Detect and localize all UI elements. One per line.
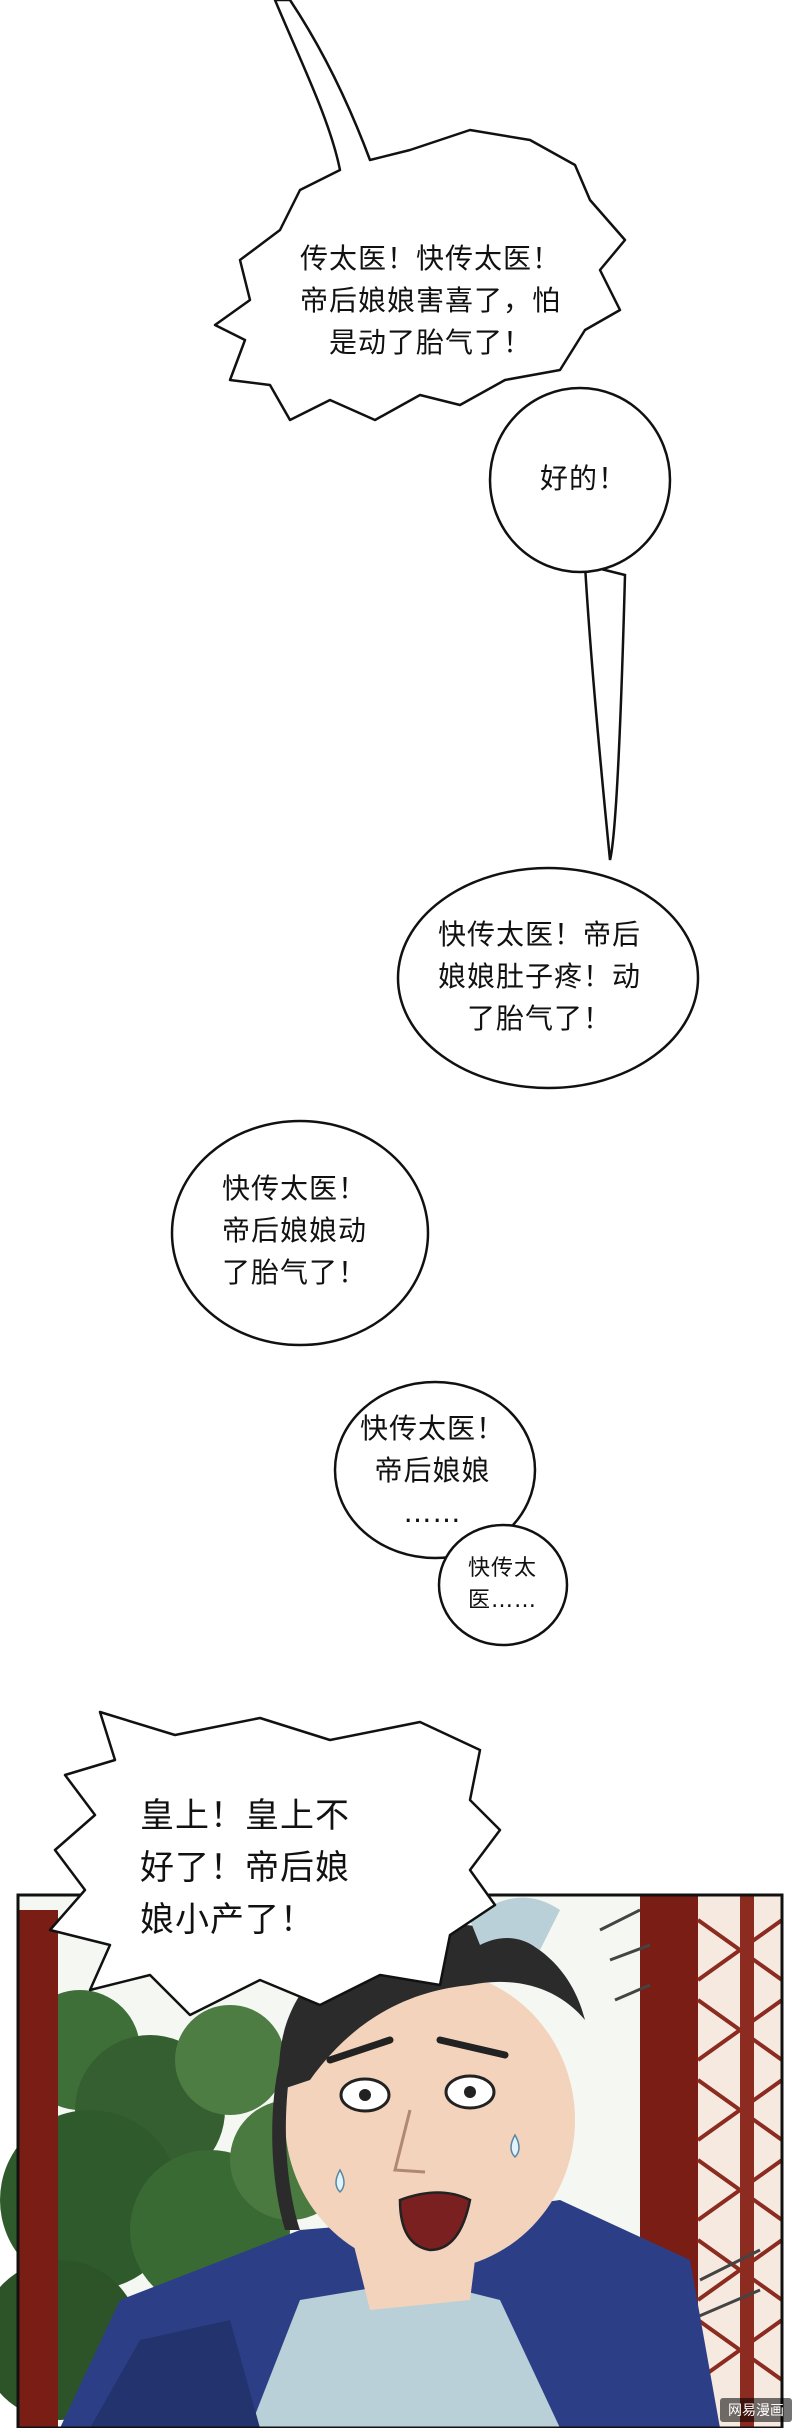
relay-bubble-1-text: 快传太医！帝后 娘娘肚子疼！动 了胎气了！: [438, 918, 642, 1035]
relay-bubble-2: [170, 1119, 430, 1347]
relay-bubble-3: [333, 1380, 537, 1560]
reply-bubble-text: 好的！: [540, 462, 628, 495]
watermark: 网易漫画: [720, 2398, 792, 2422]
illustration-panel: [0, 1893, 784, 2428]
shout-bubble-text: 皇上！皇上不 好了！帝后娘 娘小产了！: [140, 1796, 350, 1940]
relay-bubble-4: [437, 1523, 569, 1647]
speed-lines: [599, 1908, 761, 2322]
reply-bubble: [488, 386, 672, 861]
relay-bubble-3-text: 快传太医！ 帝后娘娘 ……: [360, 1412, 506, 1529]
spiky-bubble-text: 传太医！快传太医！ 帝后娘娘害喜了，怕 是动了胎气了！: [300, 242, 562, 359]
shout-bubble: [48, 1710, 502, 2017]
spiky-bubble-top: [213, 0, 627, 422]
relay-bubble-1: [396, 866, 700, 1090]
left-pillar: [18, 1910, 58, 2428]
relay-bubble-4-text: 快传太 医……: [468, 1556, 538, 1613]
relay-bubble-2-text: 快传太医！ 帝后娘娘动 了胎气了！: [222, 1172, 368, 1289]
eunuch-character: [60, 1897, 720, 2428]
